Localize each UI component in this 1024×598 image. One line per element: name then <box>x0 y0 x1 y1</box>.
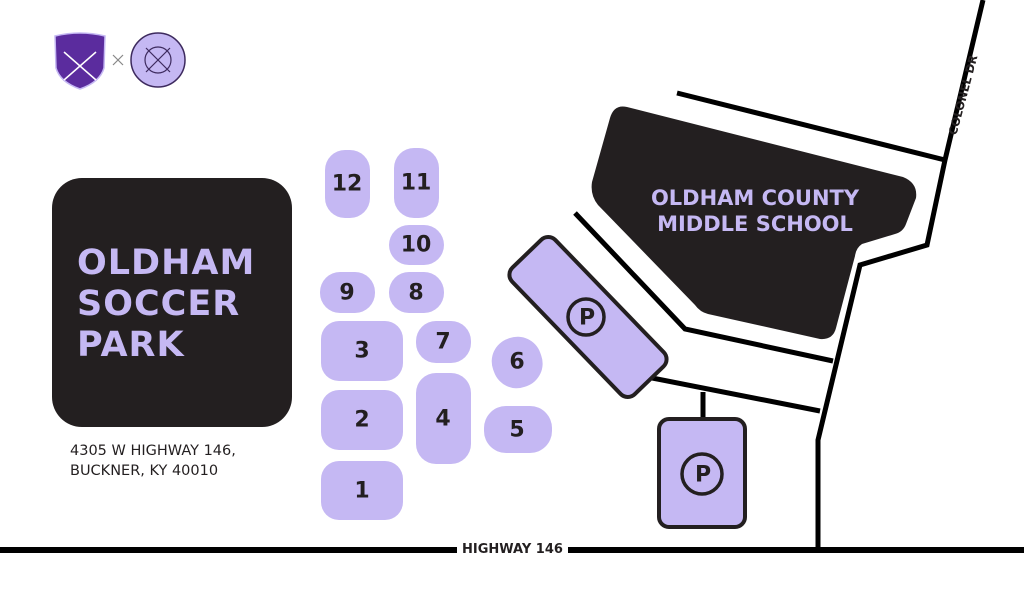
school-north-road <box>676 90 946 163</box>
school-label: OLDHAM COUNTY MIDDLE SCHOOL <box>640 185 870 237</box>
field-1[interactable]: 1 <box>321 461 403 520</box>
highway-label: HIGHWAY 146 <box>457 541 568 559</box>
svg-text:12: 12 <box>332 172 363 197</box>
address-line: BUCKNER, KY 40010 <box>70 463 219 479</box>
times-separator-icon <box>112 54 124 66</box>
school-south-road <box>573 211 834 364</box>
park-address: 4305 W HIGHWAY 146, BUCKNER, KY 40010 <box>70 441 236 481</box>
field-12[interactable]: 12 <box>325 150 370 218</box>
parking-access-road <box>646 374 821 414</box>
svg-text:P: P <box>695 463 711 488</box>
svg-text:8: 8 <box>408 281 423 306</box>
field-9[interactable]: 9 <box>320 272 375 313</box>
field-10[interactable]: 10 <box>389 225 444 265</box>
park-title-line: OLDHAM <box>77 243 256 283</box>
parking-lot-north <box>507 234 669 400</box>
field-2[interactable]: 2 <box>321 390 403 450</box>
field-5[interactable]: 5 <box>484 406 552 453</box>
svg-text:P: P <box>579 306 595 331</box>
field-11[interactable]: 11 <box>394 148 439 218</box>
school-label-line: OLDHAM COUNTY <box>650 186 860 210</box>
svg-text:2: 2 <box>354 408 369 433</box>
svg-text:9: 9 <box>339 281 354 306</box>
parking-lot-south <box>657 417 747 529</box>
racing-louisville-academy-logo <box>130 32 186 88</box>
parking-icon: P <box>680 452 724 496</box>
svg-text:3: 3 <box>354 339 369 364</box>
park-block <box>52 178 292 427</box>
svg-text:5: 5 <box>509 418 524 443</box>
parking-icon: P <box>566 297 606 337</box>
school-label-line: MIDDLE SCHOOL <box>657 212 853 236</box>
svg-text:1: 1 <box>354 479 369 504</box>
park-title-line: SOCCER <box>77 284 241 324</box>
field-3[interactable]: 3 <box>321 321 403 381</box>
louisville-city-academy-logo <box>54 32 106 90</box>
field-6[interactable]: 6 <box>485 330 549 395</box>
field-8[interactable]: 8 <box>389 272 444 313</box>
svg-text:7: 7 <box>435 330 450 355</box>
field-7[interactable]: 7 <box>416 321 471 363</box>
field-4[interactable]: 4 <box>416 373 471 464</box>
svg-text:10: 10 <box>401 233 432 258</box>
park-title: OLDHAM SOCCER PARK <box>77 243 255 366</box>
colonel-dr-road <box>815 0 986 550</box>
svg-text:11: 11 <box>401 171 432 196</box>
school-building <box>591 106 917 340</box>
svg-text:4: 4 <box>435 407 450 432</box>
svg-text:6: 6 <box>509 350 524 375</box>
park-title-line: PARK <box>77 325 185 365</box>
address-line: 4305 W HIGHWAY 146, <box>70 443 236 459</box>
